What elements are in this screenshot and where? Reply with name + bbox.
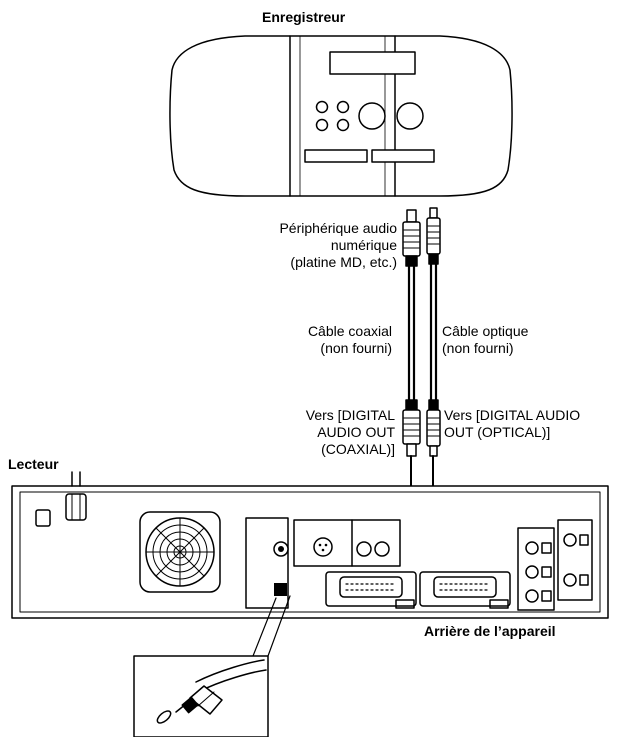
optical-plug-detail-inset (133, 595, 291, 737)
to-optical-output-label: Vers [DIGITAL AUDIO OUT (OPTICAL)] (444, 407, 581, 440)
coaxial-cable (407, 264, 416, 402)
coaxial-cable-label: Câble coaxial (non fourni) (307, 323, 392, 356)
player-rear-panel (11, 471, 609, 619)
cooling-fan (139, 511, 221, 593)
coaxial-plug-upper (402, 209, 421, 267)
recorder-label: Enregistreur (262, 9, 346, 25)
digital-audio-device-label: Périphérique audio numérique (platine MD… (279, 220, 397, 270)
unit-rear-label: Arrière de l’appareil (424, 623, 556, 639)
optical-plug-upper (426, 207, 441, 265)
player-label: Lecteur (8, 456, 59, 472)
optical-cable (429, 262, 438, 402)
optical-plug-lower (426, 399, 441, 457)
coaxial-plug-lower (402, 399, 421, 457)
optical-cable-label: Câble optique (non fourni) (442, 323, 529, 356)
to-coaxial-output-label: Vers [DIGITAL AUDIO OUT (COAXIAL)] (305, 407, 395, 457)
md-deck-illustration (169, 35, 513, 197)
